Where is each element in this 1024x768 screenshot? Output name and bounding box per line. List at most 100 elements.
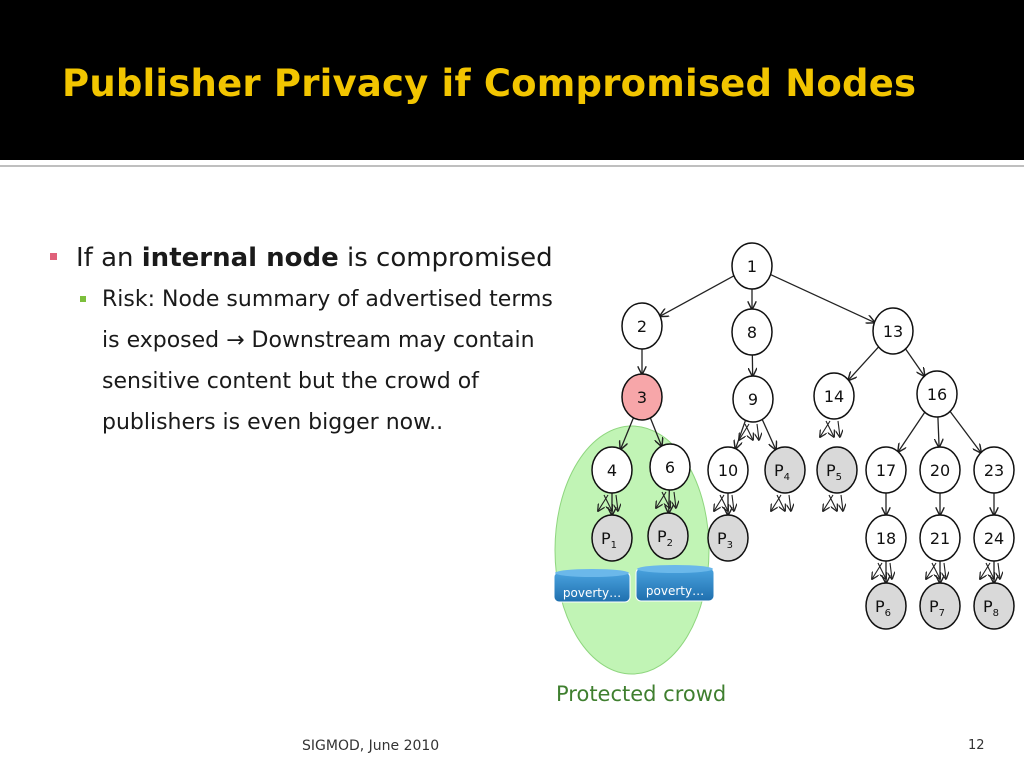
tree-node-n18: 18 (865, 514, 907, 562)
stub-arrow (789, 494, 791, 511)
tree-node-p1: P1 (591, 514, 633, 562)
stub-arrow (980, 562, 991, 579)
node-circle (621, 373, 663, 421)
stub-arrow (931, 562, 940, 579)
stub-arrow (714, 494, 725, 511)
tree-node-n4: 4 (591, 446, 633, 494)
node-label: 23 (984, 461, 1004, 480)
node-label: 9 (748, 390, 758, 409)
tree-node-n1: 1 (731, 242, 773, 290)
database-cylinder: poverty… (635, 565, 715, 602)
node-circle (973, 582, 1015, 630)
stub-arrow (872, 562, 883, 579)
tree-node-n9: 9 (732, 375, 774, 423)
node-label: 16 (927, 385, 947, 404)
node-label: 10 (718, 461, 738, 480)
tree-node-n10: 10 (707, 446, 749, 494)
node-circle (591, 446, 633, 494)
stub-arrow (944, 562, 946, 579)
sub-bullet-line: sensitive content but the crowd of (102, 369, 479, 394)
tree-node-n8: 8 (731, 308, 773, 356)
node-label: 4 (607, 461, 617, 480)
stub-arrow (823, 494, 834, 511)
edge-arrow (761, 419, 776, 449)
node-label: 17 (876, 461, 896, 480)
node-circle (973, 446, 1015, 494)
node-label: 2 (637, 317, 647, 336)
stub-arrow (926, 562, 937, 579)
tree-node-p2: P2 (647, 512, 689, 560)
edge-arrow (660, 275, 735, 316)
stub-arrow (757, 423, 759, 440)
node-circle (591, 514, 633, 562)
protected-crowd-label: Protected crowd (556, 682, 727, 706)
node-label: 6 (665, 458, 675, 477)
database-layer: poverty… poverty… (553, 565, 715, 603)
edge-arrow (904, 348, 925, 376)
stub-arrow (656, 491, 667, 508)
node-label: 18 (876, 529, 896, 548)
stub-arrow (838, 420, 840, 437)
stub-arrow (771, 494, 782, 511)
bullet-level1: If an internal node is compromised (50, 238, 590, 278)
stub-arrow (890, 562, 892, 579)
node-circle (621, 302, 663, 350)
bullet-text-prefix: If an (76, 243, 142, 273)
stub-arrow (841, 494, 843, 511)
node-label: 8 (747, 323, 757, 342)
stub-arrow (739, 423, 750, 440)
node-label: 24 (984, 529, 1004, 548)
node-circle (919, 582, 961, 630)
title-divider-shadow (0, 165, 1024, 167)
tree-node-n13: 13 (872, 307, 914, 355)
stub-arrow (719, 494, 728, 511)
node-circle (649, 443, 691, 491)
tree-node-n23: 23 (973, 446, 1015, 494)
node-circle (764, 446, 806, 494)
tree-node-n14: 14 (813, 372, 855, 420)
edge-arrow (669, 489, 670, 513)
stub-arrow (825, 420, 834, 437)
node-circle (865, 446, 907, 494)
stub-arrow (616, 494, 618, 511)
bullet-text-suffix: is compromised (338, 243, 553, 273)
stub-arrow (820, 420, 831, 437)
node-circle (865, 514, 907, 562)
node-label: 20 (930, 461, 950, 480)
stub-arrow (661, 491, 670, 508)
edge-arrow (938, 416, 939, 447)
node-label: 21 (930, 529, 950, 548)
database-label: poverty… (646, 584, 704, 598)
stub-arrow-layer (598, 420, 1000, 579)
node-label: 13 (883, 322, 903, 341)
title-bar (0, 0, 1024, 160)
node-circle (916, 370, 958, 418)
tree-node-p5: P5 (816, 446, 858, 494)
footer-venue: SIGMOD, June 2010 (302, 738, 440, 754)
slide-title: Publisher Privacy if Compromised Nodes (62, 62, 917, 105)
tree-node-n24: 24 (973, 514, 1015, 562)
tree-node-n2: 2 (621, 302, 663, 350)
stub-arrow (732, 494, 734, 511)
edge-arrow (949, 411, 981, 452)
tree-node-n6: 6 (649, 443, 691, 491)
node-circle (707, 514, 749, 562)
sub-bullet-line: publishers is even bigger now.. (102, 410, 444, 435)
node-circle (731, 242, 773, 290)
title-divider (0, 160, 1024, 164)
node-circle (872, 307, 914, 355)
database-cylinder: poverty… (553, 569, 631, 603)
node-label: 14 (824, 387, 844, 406)
stub-arrow (744, 423, 753, 440)
tree-node-p8: P8 (973, 582, 1015, 630)
bullet-marker (50, 253, 57, 260)
stub-arrow (674, 491, 676, 508)
bullet-level2: Risk: Node summary of advertised terms i… (80, 279, 590, 443)
edge-arrow (898, 411, 926, 452)
stub-arrow (603, 494, 612, 511)
node-circle (732, 375, 774, 423)
stub-arrow (985, 562, 994, 579)
tree-node-p6: P6 (865, 582, 907, 630)
